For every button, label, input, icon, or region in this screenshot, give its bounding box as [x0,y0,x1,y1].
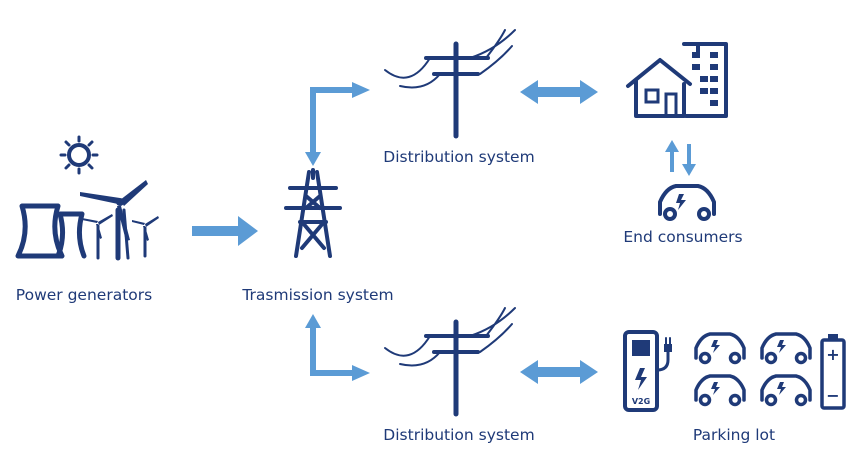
v2g-charger-icon: V2G [623,330,672,412]
power-pole-icon [384,29,516,139]
arrow-right-icon [192,216,258,246]
elbow-arrow-down-right [305,314,370,381]
cooling-tower-icon [15,203,87,259]
sun-icon [59,135,99,175]
power-pole-icon [384,307,516,417]
vertical-double-arrow-icon [665,140,696,176]
distribution-top-label: Distribution system [383,148,534,166]
transmission-tower-icon [284,168,342,258]
parked-car-icon [760,332,812,365]
double-arrow-icon [520,80,598,104]
v2g-label: V2G [632,397,650,406]
distribution-bottom-label: Distribution system [383,426,534,444]
parked-car-icon [760,374,812,407]
battery-minus: − [826,386,839,405]
parked-car-icon [694,332,746,365]
wind-turbine-icon [80,180,159,261]
electric-car-icon [658,184,716,221]
house-building-icon [626,42,728,118]
parked-car-icon [694,374,746,407]
elbow-arrow-up-right [305,82,370,166]
double-arrow-icon [520,360,598,384]
power-generators-label: Power generators [16,286,152,304]
battery-icon: + − [820,334,846,410]
battery-plus: + [826,345,839,364]
transmission-label: Trasmission system [241,286,393,304]
end-consumers-label: End consumers [623,228,742,246]
parking-lot-label: Parking lot [693,426,775,444]
power-generators-icon [15,135,159,261]
